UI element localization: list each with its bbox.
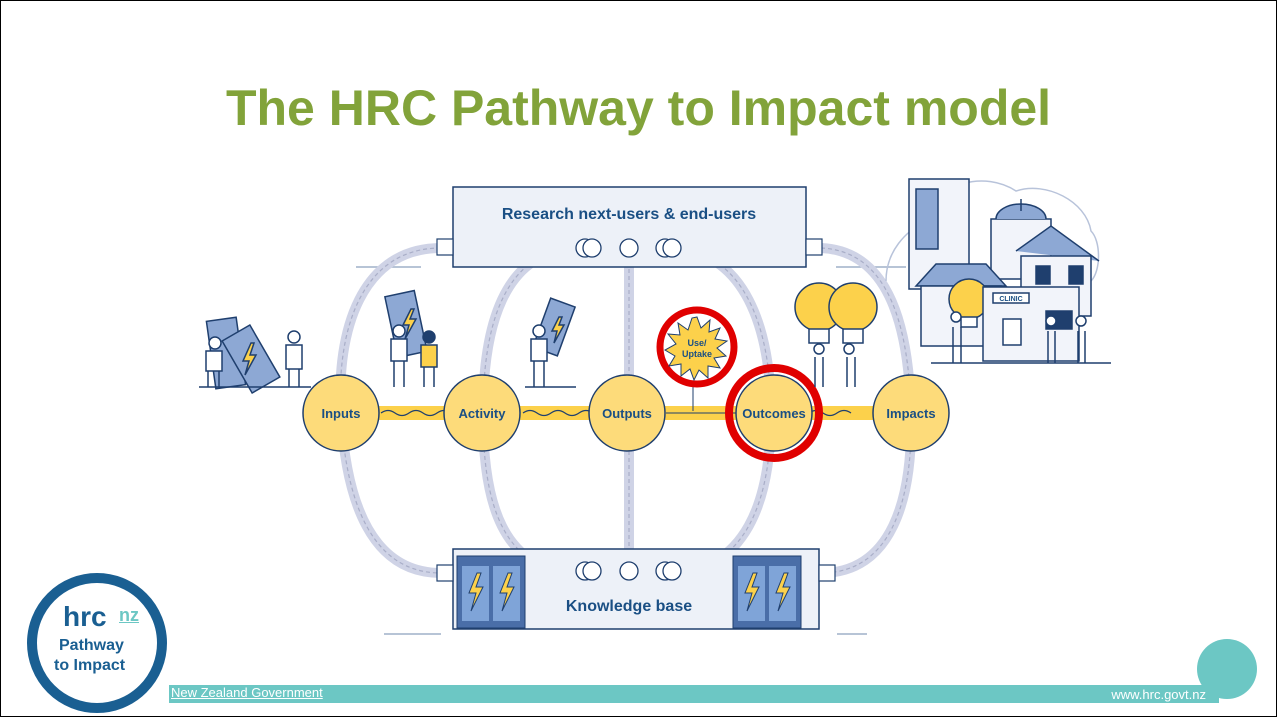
use-uptake-burst (663, 316, 729, 382)
logo-nz-text: nz (119, 605, 139, 625)
bottom-box-label: Knowledge base (566, 598, 692, 615)
top-box-label: Research next-users & end-users (502, 206, 756, 223)
node-inputs-label: Inputs (322, 406, 361, 421)
logo-line-2: to Impact (54, 657, 126, 674)
hrc-logo: hrc nz Pathway to Impact (27, 573, 167, 713)
node-impacts-label: Impacts (886, 406, 935, 421)
outputs-person-illustration (525, 297, 577, 388)
lightbulb-illustration (794, 282, 878, 387)
outcomes-highlight (725, 364, 823, 462)
logo-line-1: Pathway (59, 637, 124, 654)
node-activity-label: Activity (459, 406, 507, 421)
node-activity (443, 374, 521, 452)
node-inputs (302, 374, 380, 452)
activity-people-illustration (383, 289, 438, 387)
government-label: New Zealand Government (171, 685, 323, 700)
inputs-people-illustration (199, 316, 311, 395)
node-outcomes-label: Outcomes (742, 406, 806, 421)
node-outputs-label: Outputs (602, 406, 652, 421)
footer-bar (169, 685, 1219, 703)
logo-hrc-text: hrc (63, 601, 107, 632)
battery-icon (456, 555, 802, 629)
buildings-illustration: CLINIC (885, 178, 1111, 364)
node-impacts (872, 374, 950, 452)
node-outcomes (735, 374, 813, 452)
use-uptake-label-1: Use/ (687, 338, 707, 348)
footer-url: www.hrc.govt.nz (1111, 687, 1206, 702)
node-outputs (588, 374, 666, 452)
use-uptake-label-2: Uptake (682, 349, 712, 359)
clinic-sign-text: CLINIC (999, 296, 1022, 303)
slide-title: The HRC Pathway to Impact model (225, 80, 1052, 136)
